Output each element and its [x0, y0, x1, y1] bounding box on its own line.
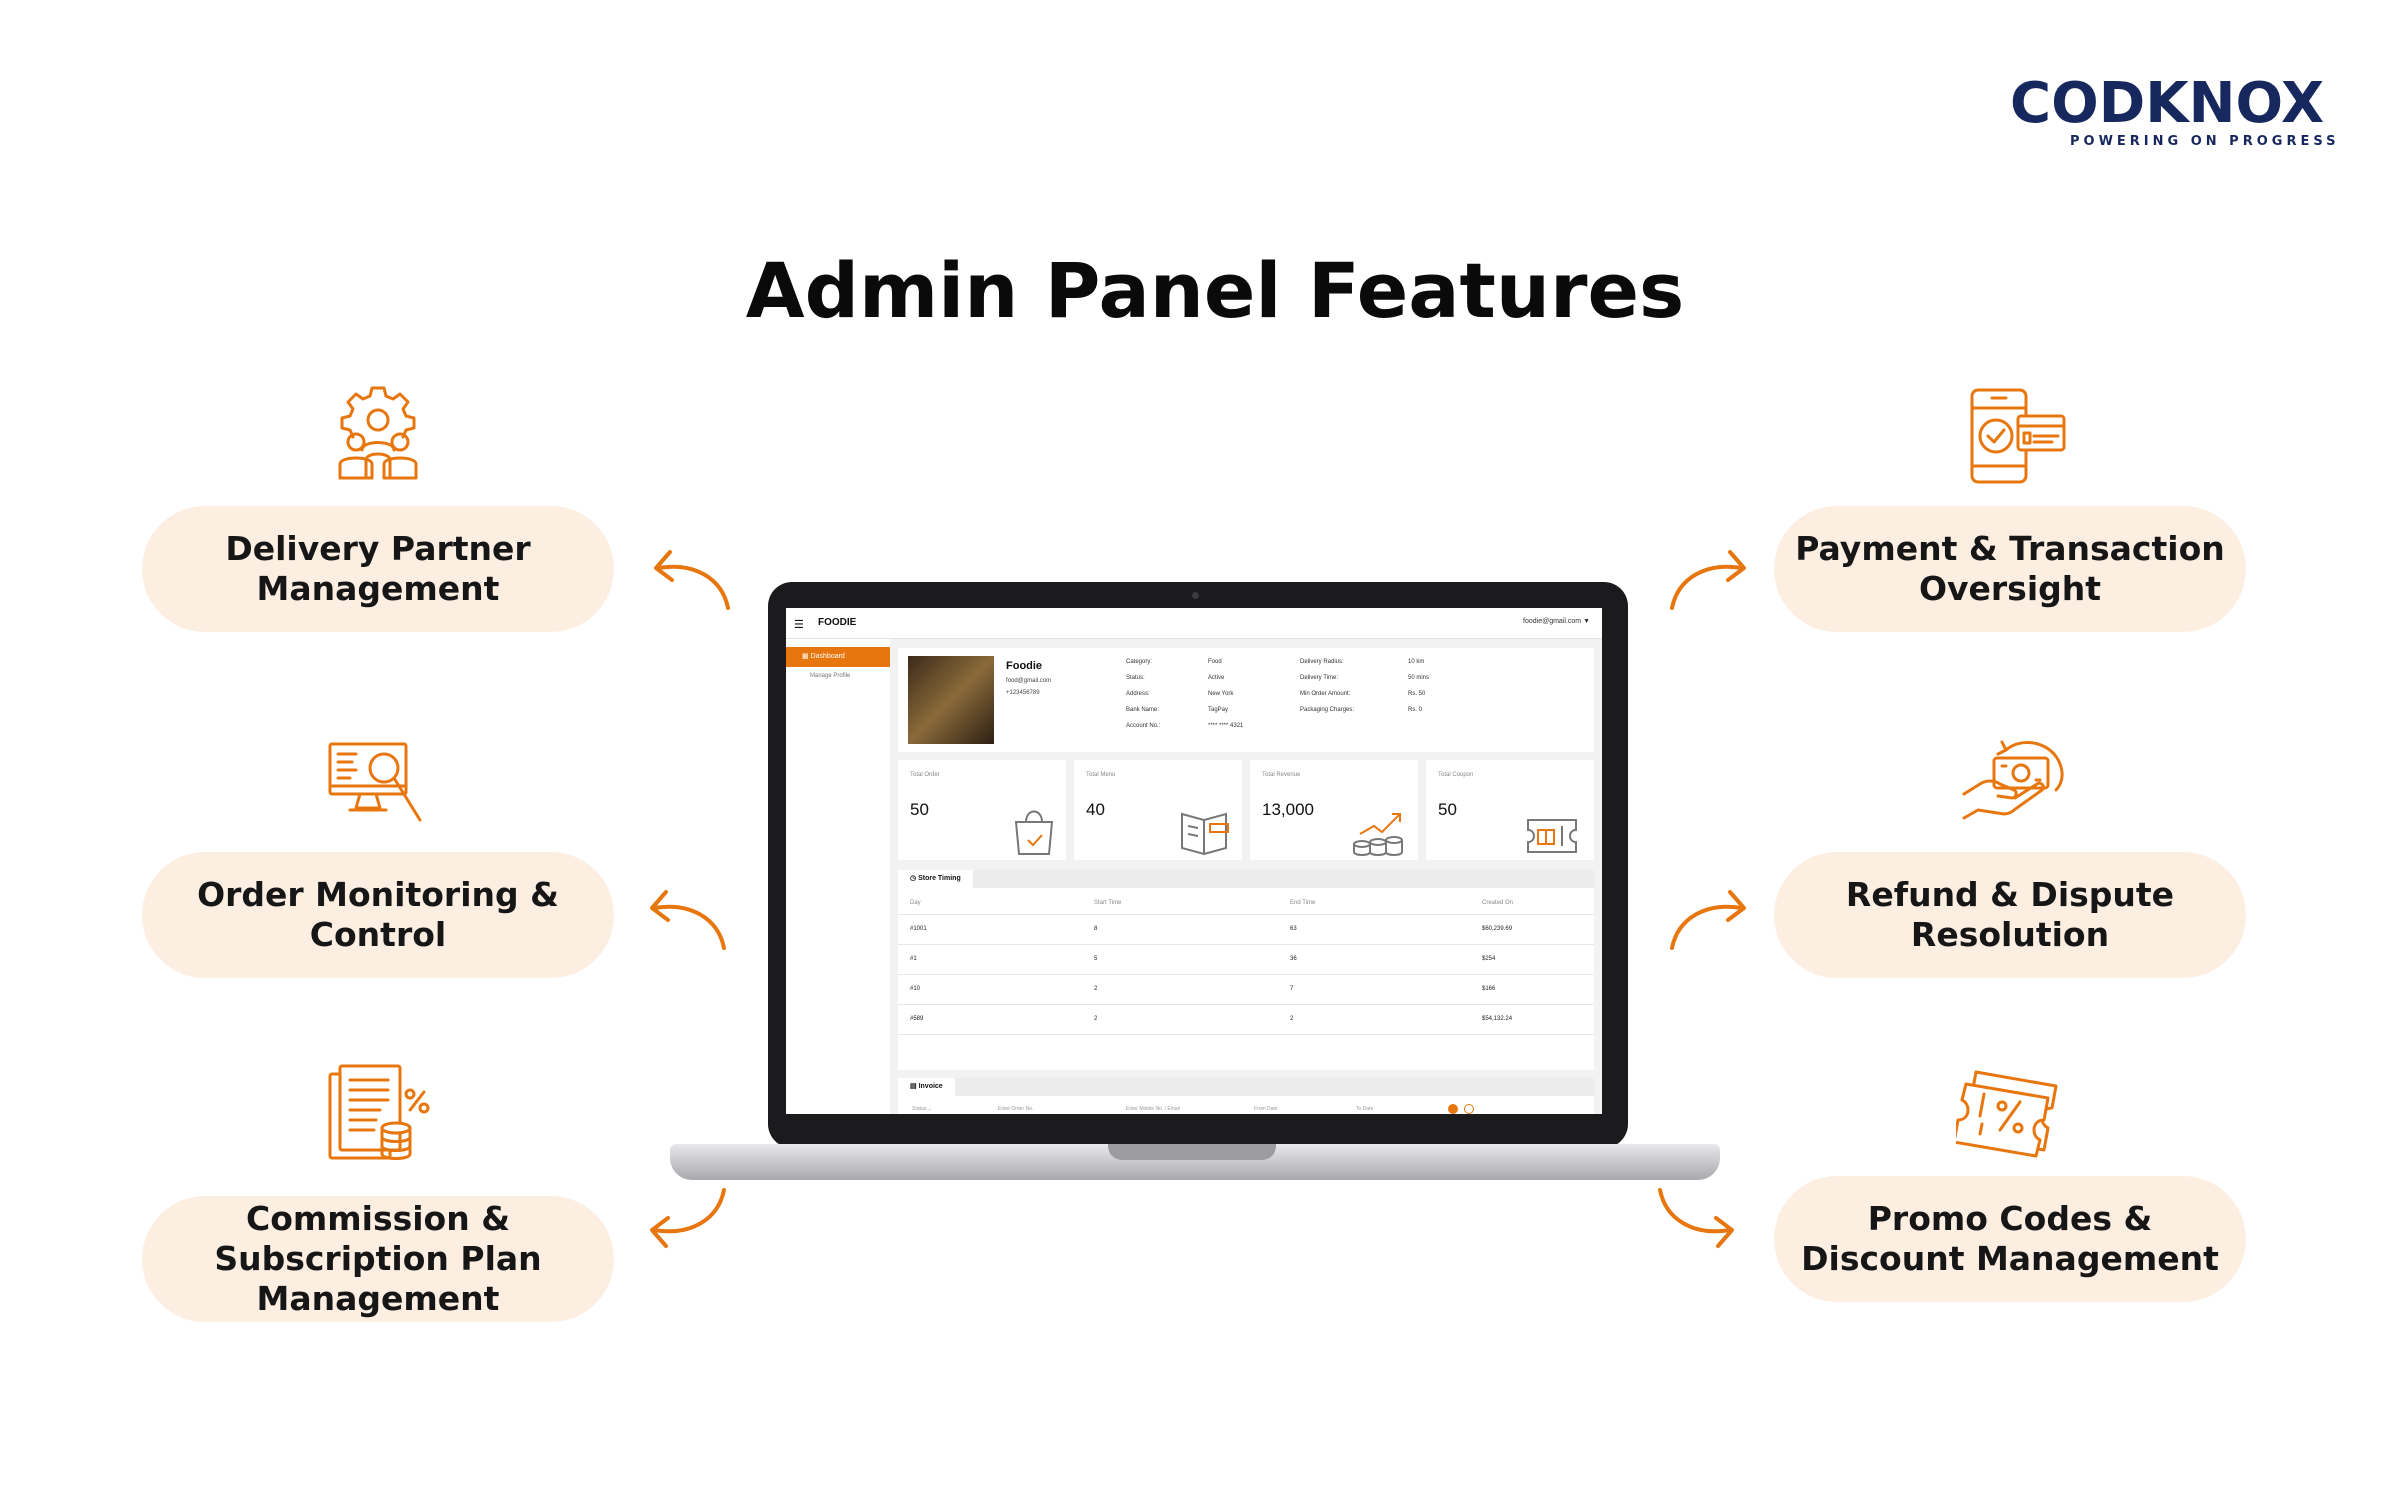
- laptop-screen: ☰ FOODIE foodie@gmail.com ▼ ▦ Dashboard …: [786, 608, 1602, 1114]
- feature-refund-dispute-resolution: Refund & Dispute Resolution: [1774, 852, 2246, 978]
- promo-coupon-icon: [1956, 1070, 2058, 1158]
- arrow-to-payment: [1670, 550, 1746, 610]
- invoice-panel: ▤ Invoice Status ⌄ Enter Order No. Enter…: [898, 1078, 1594, 1114]
- gift-coupon-icon: [1527, 819, 1577, 853]
- chevron-down-icon: ▼: [1583, 618, 1590, 625]
- reset-button[interactable]: [1464, 1104, 1474, 1114]
- feature-order-monitoring-control: Order Monitoring & Control: [142, 852, 614, 978]
- shopping-bag-icon: [1014, 810, 1054, 855]
- store-email: food@gmail.com: [1006, 678, 1052, 684]
- laptop-camera: [1192, 592, 1199, 599]
- store-name: Foodie: [1006, 660, 1043, 672]
- logo-wordmark: CODKNOX: [2010, 71, 2325, 136]
- store-timing-table: ◷ Store Timing Day Start Time End Time C…: [898, 870, 1594, 1070]
- tab-store-timing[interactable]: ◷ Store Timing: [898, 870, 973, 888]
- laptop-notch: [1108, 1144, 1276, 1160]
- table-cell: #1001: [910, 926, 927, 932]
- app-brand: FOODIE: [818, 617, 857, 628]
- table-cell: $60,239.69: [1482, 926, 1513, 932]
- table-cell: $254: [1482, 956, 1496, 962]
- coins-growth-icon: [1353, 813, 1403, 856]
- arrow-to-order-monitoring: [650, 890, 726, 950]
- table-cell: 2: [1094, 986, 1098, 992]
- profile-col2-labels: Delivery Radius: Delivery Time: Min Orde…: [1300, 659, 1355, 713]
- table-cell: #10: [910, 986, 921, 992]
- menu-book-icon: [1181, 812, 1229, 856]
- dashboard-grid-icon: ▦: [802, 653, 809, 660]
- nav-manage-profile[interactable]: Manage Profile: [810, 673, 851, 679]
- table-cell: $166: [1482, 986, 1496, 992]
- feature-promo-codes-discount: Promo Codes & Discount Management: [1774, 1176, 2246, 1302]
- stat-total-coupon: Total Coupon 50: [1426, 760, 1594, 860]
- hamburger-menu-icon[interactable]: ☰: [794, 619, 804, 631]
- table-cell: #589: [910, 1016, 924, 1022]
- invoice-doc-icon: ▤: [910, 1083, 917, 1090]
- feature-delivery-partner-management: Delivery Partner Management: [142, 506, 614, 632]
- delivery-partner-gear-icon: [338, 386, 418, 480]
- order-monitor-magnifier-icon: [328, 742, 422, 822]
- brand-logo: CODKNOX POWERING ON PROGRESS: [2010, 74, 2350, 154]
- table-cell: $54,132.24: [1482, 1016, 1513, 1022]
- table-cell: 7: [1290, 986, 1294, 992]
- store-phone: +123456789: [1006, 690, 1040, 696]
- table-cell: 36: [1290, 956, 1297, 962]
- user-menu[interactable]: foodie@gmail.com ▼: [1523, 618, 1590, 625]
- nav-dashboard[interactable]: ▦ Dashboard: [786, 647, 890, 667]
- table-cell: 63: [1290, 926, 1297, 932]
- stat-total-revenue: Total Revenue 13,000: [1250, 760, 1418, 860]
- stat-total-order: Total Order 50: [898, 760, 1066, 860]
- commission-document-icon: [328, 1064, 430, 1160]
- payment-phone-card-icon: [1970, 388, 2066, 484]
- arrow-to-refund: [1670, 890, 1746, 950]
- logo-tagline: POWERING ON PROGRESS: [2070, 134, 2340, 149]
- profile-col1-labels: Category: Status: Address: Bank Name: Ac…: [1126, 659, 1161, 729]
- app-sidebar: ▦ Dashboard Manage Profile: [786, 639, 890, 1114]
- stat-total-menu: Total Menu 40: [1074, 760, 1242, 860]
- table-cell: 5: [1094, 956, 1098, 962]
- refund-hand-money-icon: [1962, 740, 2064, 820]
- feature-commission-subscription-plan: Commission & Subscription Plan Managemen…: [142, 1196, 614, 1322]
- status-select[interactable]: Status ⌄: [912, 1106, 932, 1112]
- store-photo: [908, 656, 994, 744]
- feature-payment-transaction-oversight: Payment & Transaction Oversight: [1774, 506, 2246, 632]
- store-profile-card: Foodie food@gmail.com +123456789 Categor…: [898, 648, 1594, 752]
- page-title: Admin Panel Features: [745, 246, 1685, 335]
- arrow-to-promo-codes: [1658, 1188, 1734, 1248]
- table-cell: 2: [1290, 1016, 1294, 1022]
- arrow-to-commission: [650, 1188, 726, 1248]
- search-button[interactable]: [1448, 1104, 1458, 1114]
- order-no-input[interactable]: Enter Order No.: [998, 1106, 1034, 1112]
- profile-col1-values: Food Active New York TagPay **** **** 43…: [1208, 659, 1244, 729]
- table-cell: #1: [910, 956, 917, 962]
- app-topbar: ☰ FOODIE foodie@gmail.com ▼: [786, 608, 1602, 639]
- table-cell: 2: [1094, 1016, 1098, 1022]
- clock-icon: ◷: [910, 875, 917, 882]
- tab-invoice[interactable]: ▤ Invoice: [898, 1078, 955, 1096]
- from-date-input[interactable]: From Date: [1254, 1106, 1278, 1112]
- mobile-email-input[interactable]: Enter Mobile No. / Email: [1126, 1106, 1180, 1112]
- arrow-to-delivery-partner: [654, 550, 730, 610]
- to-date-input[interactable]: To Date: [1356, 1106, 1374, 1112]
- profile-col2-values: 10 km 50 mins Rs. 50 Rs. 0: [1408, 659, 1430, 713]
- table-cell: 8: [1094, 926, 1098, 932]
